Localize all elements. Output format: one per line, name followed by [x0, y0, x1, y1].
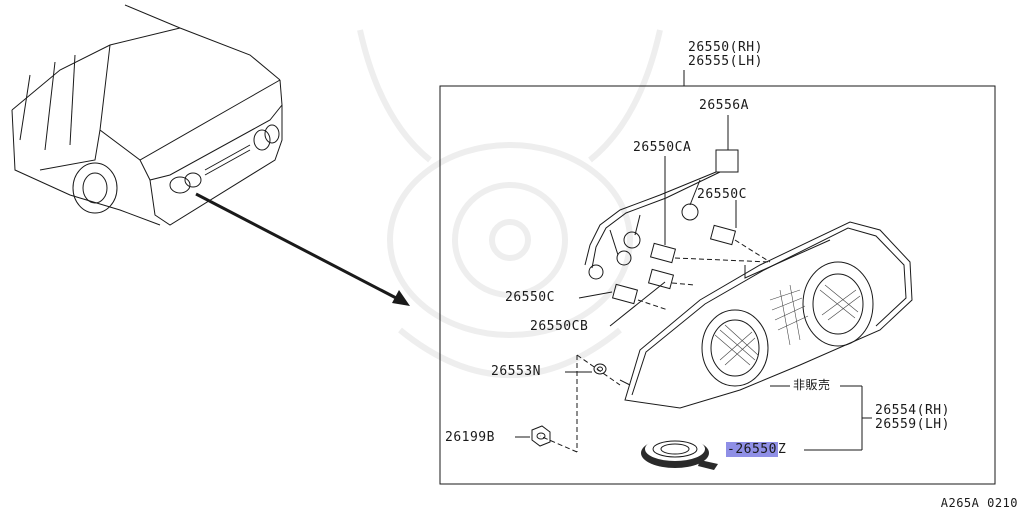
label-nut-n: 26553N — [491, 364, 541, 379]
gasket-suffix: Z — [777, 442, 787, 457]
label-socket-ca: 26550CA — [633, 140, 692, 155]
gasket-part-number[interactable]: -26550 — [726, 442, 778, 457]
gasket — [641, 437, 718, 470]
tail-lamp-assembly — [624, 221, 913, 409]
wiring-harness — [584, 115, 739, 305]
label-assembly-lh: 26555(LH) — [688, 54, 763, 69]
label-not-sold: 非販売 — [793, 378, 831, 392]
label-gasket-highlighted[interactable]: -26550Z — [726, 442, 787, 457]
pointer-arrow — [195, 192, 410, 306]
label-harness: 26556A — [699, 98, 749, 113]
label-nut-b: 26199B — [445, 430, 495, 445]
car-illustration — [11, 4, 283, 226]
label-socket-cb: 26550CB — [530, 319, 589, 334]
label-assembly-rh: 26550(RH) — [688, 40, 763, 55]
diagram-code: A265A 0210 — [940, 496, 1018, 510]
watermark-emblem — [357, 29, 663, 378]
label-lens-lh: 26559(LH) — [875, 417, 950, 432]
diagram-frame — [439, 85, 996, 485]
label-socket-c-upper: 26550C — [697, 187, 747, 202]
label-socket-c-lower: 26550C — [505, 290, 555, 305]
label-lens-rh: 26554(RH) — [875, 403, 950, 418]
